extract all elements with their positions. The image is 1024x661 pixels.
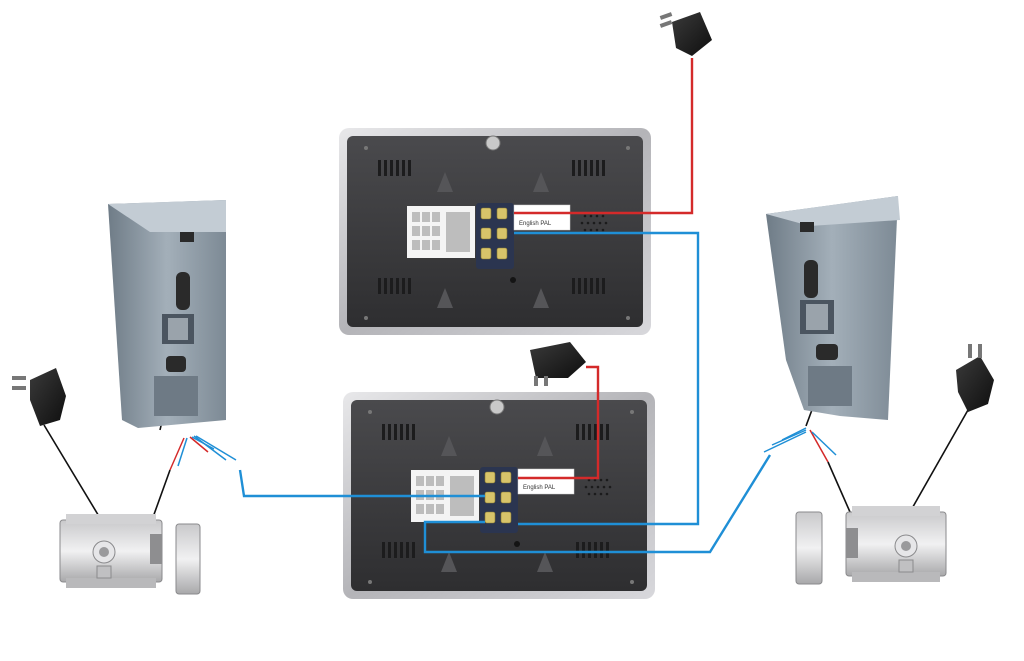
power-adapter-middle	[530, 342, 586, 386]
model-label	[513, 204, 571, 231]
doorbell-left	[108, 200, 226, 428]
power-adapter-top	[659, 12, 712, 56]
vent-slots	[378, 160, 605, 294]
doorbell-fan-wires-left	[169, 435, 237, 471]
power-adapter-left	[12, 368, 66, 426]
speaker-grille	[580, 214, 608, 232]
model-label-text: English PAL	[523, 485, 556, 491]
electric-lock-left	[59, 514, 201, 595]
power-adapter-right	[956, 344, 994, 412]
power-wires	[514, 58, 694, 480]
model-label-text: English PAL	[519, 221, 552, 227]
monitor-top: English PAL	[339, 128, 651, 335]
signal-wires	[238, 231, 772, 554]
doorbell-fan-wires-right	[763, 427, 837, 463]
electric-lock-right	[795, 506, 947, 585]
doorbell-right	[766, 196, 900, 420]
